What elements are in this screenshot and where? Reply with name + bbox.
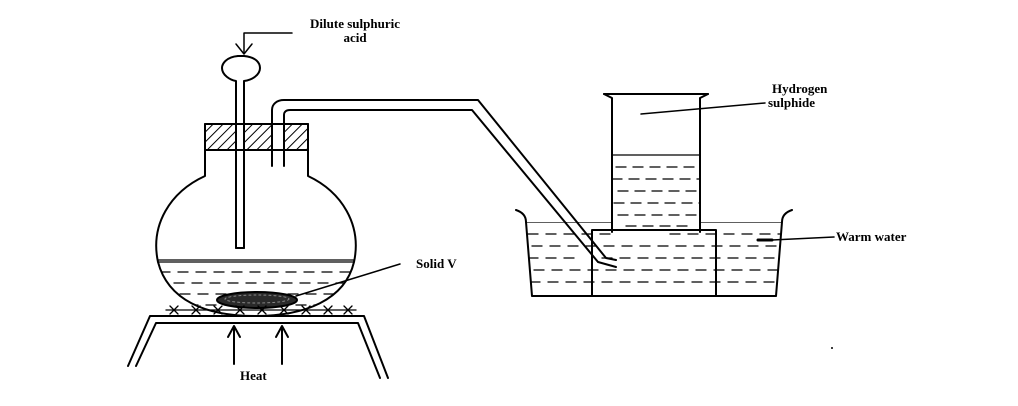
warm-water-pointer [771,236,835,241]
gas-jar [603,93,766,233]
delivery-tube [271,99,617,268]
rubber-stopper [204,123,309,151]
thistle-funnel [221,55,261,249]
beehive-shelf [591,229,717,297]
heat-label: Heat [240,368,267,383]
gas-jar-water [612,154,700,227]
tripod-stand [127,315,389,379]
solid-v-pointer [295,263,401,297]
solid-v [216,291,298,309]
acid-label-line2: acid [343,30,367,45]
hydrogen-sulphide-line2: sulphide [768,95,815,110]
water-trough [515,209,835,297]
scan-speck [831,347,833,349]
hydrogen-sulphide-label: Hydrogen sulphide [768,82,827,110]
warm-water-label: Warm water [836,229,907,244]
round-bottom-flask [155,149,401,317]
heat-arrows [227,325,289,365]
hydrogen-sulphide-pointer [640,102,766,115]
solid-v-label: Solid V [416,256,457,271]
acid-label-line1: Dilute sulphuric [310,16,400,31]
hydrogen-sulphide-line1: Hydrogen [772,81,828,96]
acid-label: Dilute sulphuric acid [292,17,418,45]
wire-gauze [165,305,357,315]
acid-pointer [235,32,293,55]
